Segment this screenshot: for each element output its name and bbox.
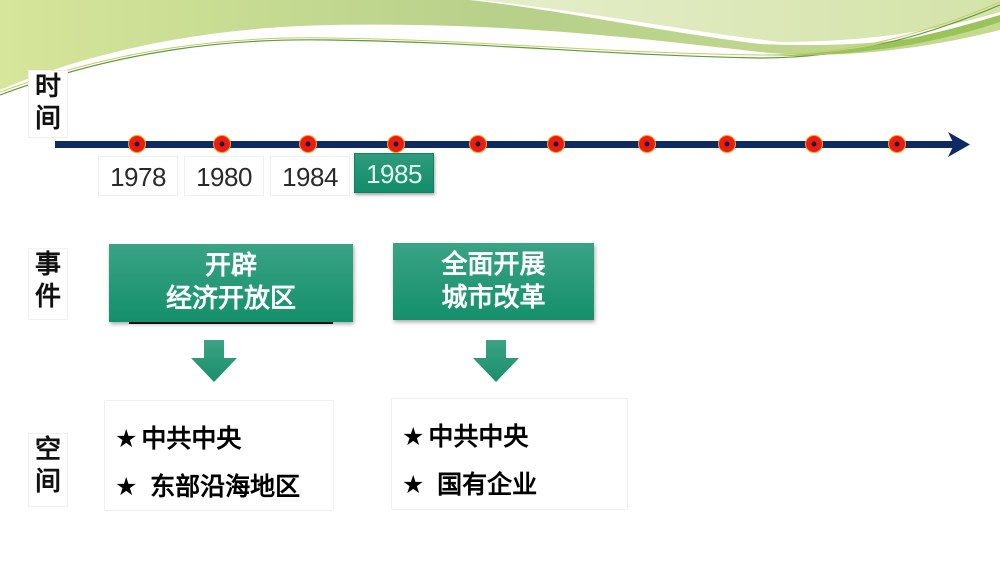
year-label-1980: 1980 xyxy=(184,156,264,196)
timeline-marker xyxy=(718,135,736,153)
timeline-marker xyxy=(469,135,487,153)
header-wave-decoration xyxy=(0,0,1000,96)
space-item-text: 中共中央 xyxy=(141,424,242,453)
space-box-left: ★中共中央 ★ 东部沿海地区 xyxy=(104,400,334,511)
star-icon: ★ xyxy=(402,470,425,499)
space-label-text: 空间 xyxy=(35,435,62,497)
time-label-text: 时间 xyxy=(35,72,62,134)
space-item: ★中共中央 xyxy=(115,415,333,463)
time-row-label: 时间 xyxy=(28,70,68,138)
year-label-1985-highlighted: 1985 xyxy=(354,153,434,193)
timeline-marker xyxy=(213,135,231,153)
timeline-marker xyxy=(638,135,656,153)
star-icon: ★ xyxy=(115,424,138,453)
event-line1: 全面开展 xyxy=(441,250,546,280)
timeline-marker xyxy=(299,135,317,153)
space-box-right: ★中共中央 ★ 国有企业 xyxy=(391,398,628,510)
space-row-label: 空间 xyxy=(28,433,68,507)
event-row-label: 事件 xyxy=(28,248,68,320)
event-line2: 经济开放区 xyxy=(165,284,296,314)
down-arrow-icon xyxy=(473,340,519,382)
event-underline xyxy=(129,322,333,324)
space-item-text: 东部沿海地区 xyxy=(141,472,301,501)
space-item: ★ 东部沿海地区 xyxy=(115,463,333,511)
year-label-1984: 1984 xyxy=(270,156,350,196)
space-item: ★ 国有企业 xyxy=(402,461,627,509)
timeline-marker xyxy=(888,135,906,153)
timeline-arrow-icon xyxy=(948,132,970,157)
space-item-text: 国有企业 xyxy=(428,470,538,499)
timeline-marker xyxy=(387,135,405,153)
space-item: ★中共中央 xyxy=(402,413,627,461)
space-item-text: 中共中央 xyxy=(428,422,529,451)
timeline-marker xyxy=(547,135,565,153)
event-line1: 开辟 xyxy=(204,251,257,281)
event-label-text: 事件 xyxy=(35,250,62,312)
year-label-1978: 1978 xyxy=(98,156,178,196)
timeline-marker xyxy=(805,135,823,153)
event-box-urban-reform: 全面开展 城市改革 xyxy=(393,243,594,320)
timeline-marker xyxy=(128,135,146,153)
event-line2: 城市改革 xyxy=(441,283,546,313)
event-box-open-economic-zone: 开辟 经济开放区 xyxy=(109,244,353,324)
star-icon: ★ xyxy=(402,422,425,451)
timeline-axis xyxy=(55,141,955,148)
down-arrow-icon xyxy=(191,340,237,382)
star-icon: ★ xyxy=(115,472,138,501)
